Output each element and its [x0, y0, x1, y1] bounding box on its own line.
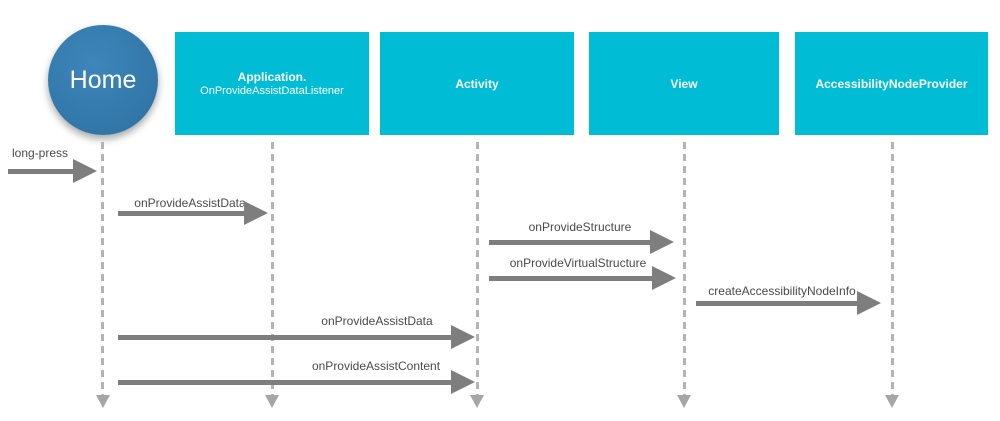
lifeline-end-arrow-icon — [95, 395, 110, 408]
lifeline-application — [270, 142, 274, 397]
arrowhead-icon — [244, 201, 268, 225]
arrow-shaft — [696, 300, 858, 306]
lifeline-activity — [475, 142, 479, 397]
arrow-shaft — [489, 275, 653, 281]
arrowhead-icon — [451, 325, 475, 349]
actor-application: Application. OnProvideAssistDataListener — [175, 32, 369, 135]
arrow-shaft — [489, 239, 651, 245]
message-label: onProvideAssistData — [321, 314, 433, 328]
actor-application-line1: Application. — [237, 69, 307, 84]
actor-accessibility-node-provider-label: AccessibilityNodeProvider — [815, 76, 968, 91]
arrowhead-icon — [451, 370, 475, 394]
arrowhead-icon — [857, 291, 881, 315]
lifeline-end-arrow-icon — [677, 395, 691, 408]
lifeline-home — [101, 142, 104, 397]
actor-accessibility-node-provider: AccessibilityNodeProvider — [795, 32, 988, 135]
arrow-shaft — [8, 168, 75, 174]
lifeline-end-arrow-icon — [265, 395, 279, 408]
actor-activity-label: Activity — [455, 76, 499, 91]
message-label: onProvideStructure — [528, 220, 632, 234]
actor-application-label: Application. OnProvideAssistDataListener — [200, 70, 344, 98]
message-label: onProvideVirtualStructure — [509, 256, 647, 270]
arrowhead-icon — [650, 230, 674, 254]
lifeline-end-arrow-icon — [885, 395, 899, 408]
message-label: onProvideAssistData — [134, 196, 246, 210]
arrow-shaft — [118, 379, 452, 385]
lifeline-accessibility-node-provider — [890, 142, 894, 397]
arrow-shaft — [118, 210, 245, 216]
actor-view-label: View — [670, 76, 698, 91]
message-label: long-press — [12, 146, 69, 160]
lifeline-end-arrow-icon — [470, 395, 484, 408]
arrow-shaft — [118, 334, 452, 340]
actor-activity: Activity — [380, 32, 574, 135]
actor-view: View — [589, 32, 779, 135]
message-label: onProvideAssistContent — [311, 359, 441, 373]
actor-home: Home — [48, 25, 158, 135]
arrowhead-icon — [652, 266, 676, 290]
actor-home-label: Home — [69, 65, 137, 94]
message-label: createAccessibilityNodeInfo — [708, 284, 856, 298]
lifeline-view — [682, 142, 686, 397]
arrowhead-icon — [73, 159, 97, 183]
actor-application-line2: OnProvideAssistDataListener — [200, 84, 344, 97]
